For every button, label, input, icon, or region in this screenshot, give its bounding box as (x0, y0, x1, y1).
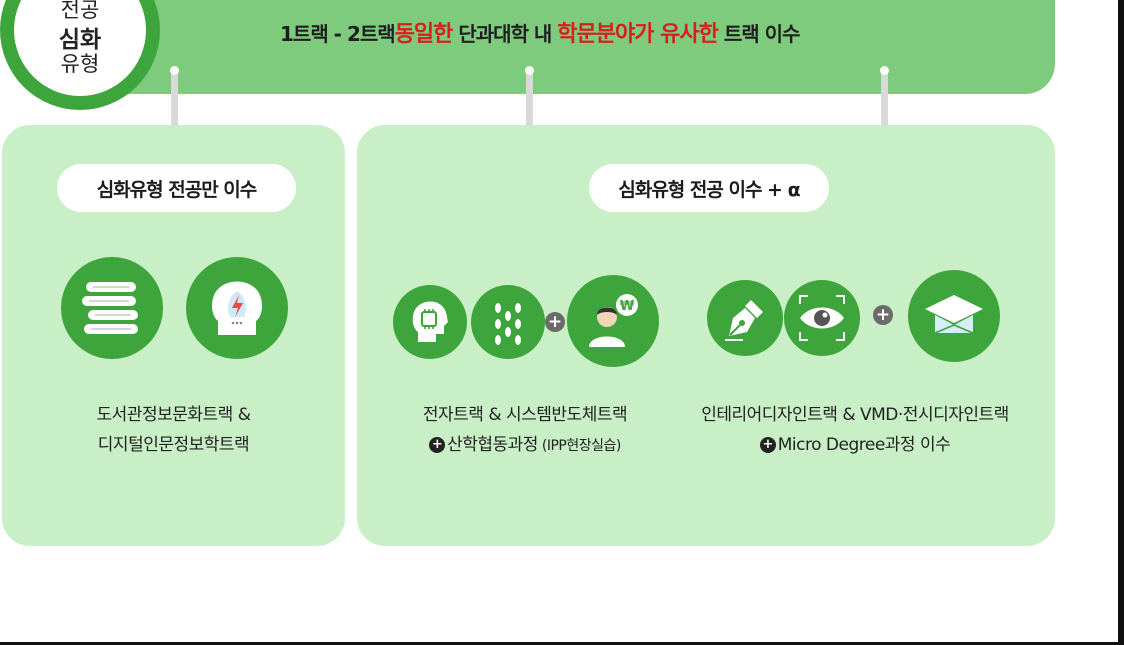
person-currency-icon: ₩ (567, 275, 659, 367)
group1-caption-line2: +산학협동과정 (IPP현장실습) (380, 430, 670, 461)
plus-icon: + (873, 305, 893, 325)
banner-highlight2: 학문분야가 유사한 (557, 22, 719, 47)
group2-caption-line1: 인테리어디자인트랙 & VMD·전시디자인트랙 (701, 405, 1009, 425)
plus-icon: + (545, 312, 565, 332)
dots-pattern-icon (471, 285, 545, 359)
right-panel-title: 심화유형 전공 이수 + α (589, 164, 829, 212)
graduation-cap-icon (908, 270, 1000, 362)
banner-part3: 트랙 이수 (717, 21, 801, 46)
badge-line3: 유형 (60, 52, 100, 76)
pen-nib-icon (707, 280, 783, 356)
banner-part1: 1트랙 - 2트랙 (280, 21, 396, 46)
group1-caption-small: (IPP현장실습) (537, 438, 621, 454)
group2-caption-line2: +Micro Degree과정 이수 (680, 430, 1030, 460)
left-caption-line1: 도서관정보문화트랙 & (96, 405, 251, 425)
banner-highlight1: 동일한 (394, 22, 454, 47)
connector-pin (525, 66, 534, 148)
left-panel-title: 심화유형 전공만 이수 (57, 164, 296, 212)
head-chip-icon (393, 285, 467, 359)
badge-line1: 전공 (60, 0, 100, 22)
svg-text:₩: ₩ (620, 299, 635, 314)
bottom-border (0, 642, 1124, 645)
right-border (1118, 0, 1124, 645)
connector-pin (880, 66, 889, 148)
group1-caption-line1: 전자트랙 & 시스템반도체트랙 (422, 405, 628, 425)
top-banner-text: 1트랙 - 2트랙 동일한 단과대학 내 학문분야가 유사한 트랙 이수 (280, 16, 860, 48)
banner-part2: 단과대학 내 (452, 21, 558, 46)
plus-circle-icon: + (759, 437, 776, 453)
group2-caption-main: Micro Degree과정 이수 (777, 435, 951, 455)
badge-line2: 심화 (58, 27, 102, 53)
eye-icon (784, 280, 860, 356)
plus-circle-icon: + (429, 437, 446, 453)
connector-pin (170, 66, 179, 148)
group1-caption-main: 산학협동과정 (447, 435, 538, 455)
books-icon (61, 257, 163, 359)
head-lightning-icon (186, 257, 288, 359)
top-banner (100, 0, 1055, 94)
left-caption-line2: 디지털인문정보학트랙 (97, 435, 250, 455)
